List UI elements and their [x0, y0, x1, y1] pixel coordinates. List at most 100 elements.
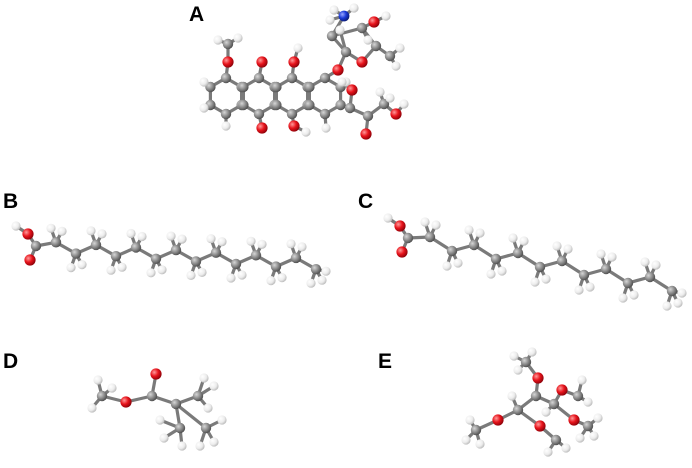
oxygen-atom — [222, 56, 234, 68]
molecule-b — [11, 221, 331, 288]
carbon-atom — [270, 261, 282, 272]
oxygen-atom — [556, 384, 568, 396]
panel-label-c: C — [358, 190, 373, 213]
hydrogen-atom — [77, 260, 87, 270]
carbon-atom — [253, 108, 265, 120]
panel-label-b: B — [3, 190, 18, 213]
panel-label-e: E — [378, 350, 392, 373]
hydrogen-atom — [399, 99, 409, 109]
carbon-atom — [130, 242, 142, 253]
hydrogen-atom — [233, 33, 243, 43]
carbon-atom — [335, 99, 346, 111]
carbon-atom — [378, 98, 390, 110]
hydrogen-atom — [541, 274, 551, 284]
oxygen-atom — [24, 254, 36, 266]
bond — [174, 402, 208, 430]
hydrogen-atom — [677, 288, 687, 298]
carbon-atom — [582, 420, 594, 432]
hydrogen-atom — [509, 351, 519, 361]
carbon-atom — [530, 390, 542, 402]
hydrogen-atom — [286, 239, 296, 249]
carbon-atom — [600, 263, 612, 275]
molecule-a — [199, 3, 409, 140]
hydrogen-atom — [513, 365, 523, 375]
carbon-atom — [290, 252, 302, 264]
hydrogen-atom — [86, 226, 96, 236]
hydrogen-atom — [420, 217, 430, 227]
oxygen-atom — [368, 16, 380, 28]
oxygen-atom — [360, 128, 372, 140]
hydrogen-atom — [607, 252, 617, 262]
hydrogen-atom — [57, 226, 67, 236]
hydrogen-atom — [66, 263, 76, 273]
carbon-atom — [470, 424, 482, 436]
carbon-atom — [50, 237, 62, 248]
hydrogen-atom — [563, 244, 573, 254]
hydrogen-atom — [475, 439, 485, 449]
hydrogen-atom — [589, 431, 599, 441]
carbon-atom — [271, 81, 282, 93]
hydrogen-atom — [301, 127, 311, 137]
hydrogen-atom — [126, 228, 136, 239]
hydrogen-atom — [257, 239, 267, 249]
carbon-atom — [326, 30, 338, 42]
hydrogen-atom — [177, 441, 187, 451]
hydrogen-atom — [106, 265, 116, 275]
carbon-atom — [370, 40, 382, 52]
carbon-atom — [304, 81, 315, 93]
carbon-atom — [192, 390, 204, 402]
oxygen-atom — [534, 420, 546, 432]
hydrogen-atom — [629, 290, 639, 300]
oxygen-atom — [492, 414, 504, 426]
hydrogen-atom — [237, 270, 247, 280]
hydrogen-atom — [325, 15, 335, 25]
hydrogen-atom — [461, 435, 471, 445]
hydrogen-atom — [618, 293, 628, 303]
hydrogen-atom — [199, 373, 209, 383]
carbon-atom — [548, 398, 560, 410]
carbon-atom — [572, 390, 584, 402]
hydrogen-atom — [640, 257, 650, 267]
hydrogen-atom — [497, 266, 507, 276]
carbon-atom — [402, 232, 414, 244]
oxygen-atom — [332, 64, 344, 76]
hydrogen-atom — [203, 403, 213, 413]
hydrogen-atom — [577, 375, 587, 385]
hydrogen-atom — [651, 260, 661, 270]
hydrogen-atom — [329, 5, 339, 15]
oxygen-atom — [288, 56, 300, 68]
carbon-atom — [90, 239, 102, 251]
hydrogen-atom — [321, 266, 331, 276]
hydrogen-atom — [217, 415, 227, 425]
hydrogen-atom — [349, 3, 359, 13]
hydrogen-atom — [195, 441, 205, 451]
carbon-atom — [424, 231, 436, 243]
carbon-atom — [319, 72, 331, 84]
hydrogen-atom — [277, 273, 287, 283]
hydrogen-atom — [391, 61, 401, 71]
carbon-atom — [271, 99, 282, 111]
carbon-atom — [110, 251, 122, 262]
hydrogen-atom — [395, 43, 405, 53]
hydrogen-atom — [157, 265, 167, 275]
carbon-atom — [253, 72, 265, 84]
hydrogen-atom — [297, 242, 307, 252]
oxygen-atom — [394, 220, 406, 232]
hydrogen-atom — [335, 25, 345, 35]
carbon-atom — [170, 398, 182, 410]
carbon-atom — [319, 108, 331, 120]
carbon-atom — [146, 390, 158, 402]
carbon-atom — [556, 255, 568, 267]
carbon-atom — [190, 256, 202, 267]
carbon-atom — [644, 271, 656, 283]
hydrogen-atom — [209, 381, 219, 391]
oxygen-atom — [390, 108, 402, 120]
hydrogen-atom — [266, 276, 276, 286]
carbon-atom — [170, 244, 182, 256]
panel-label-a: A — [189, 3, 204, 26]
hydrogen-atom — [543, 447, 553, 457]
hydrogen-atom — [527, 347, 537, 357]
hydrogen-atom — [465, 415, 475, 425]
carbon-atom — [96, 390, 108, 402]
